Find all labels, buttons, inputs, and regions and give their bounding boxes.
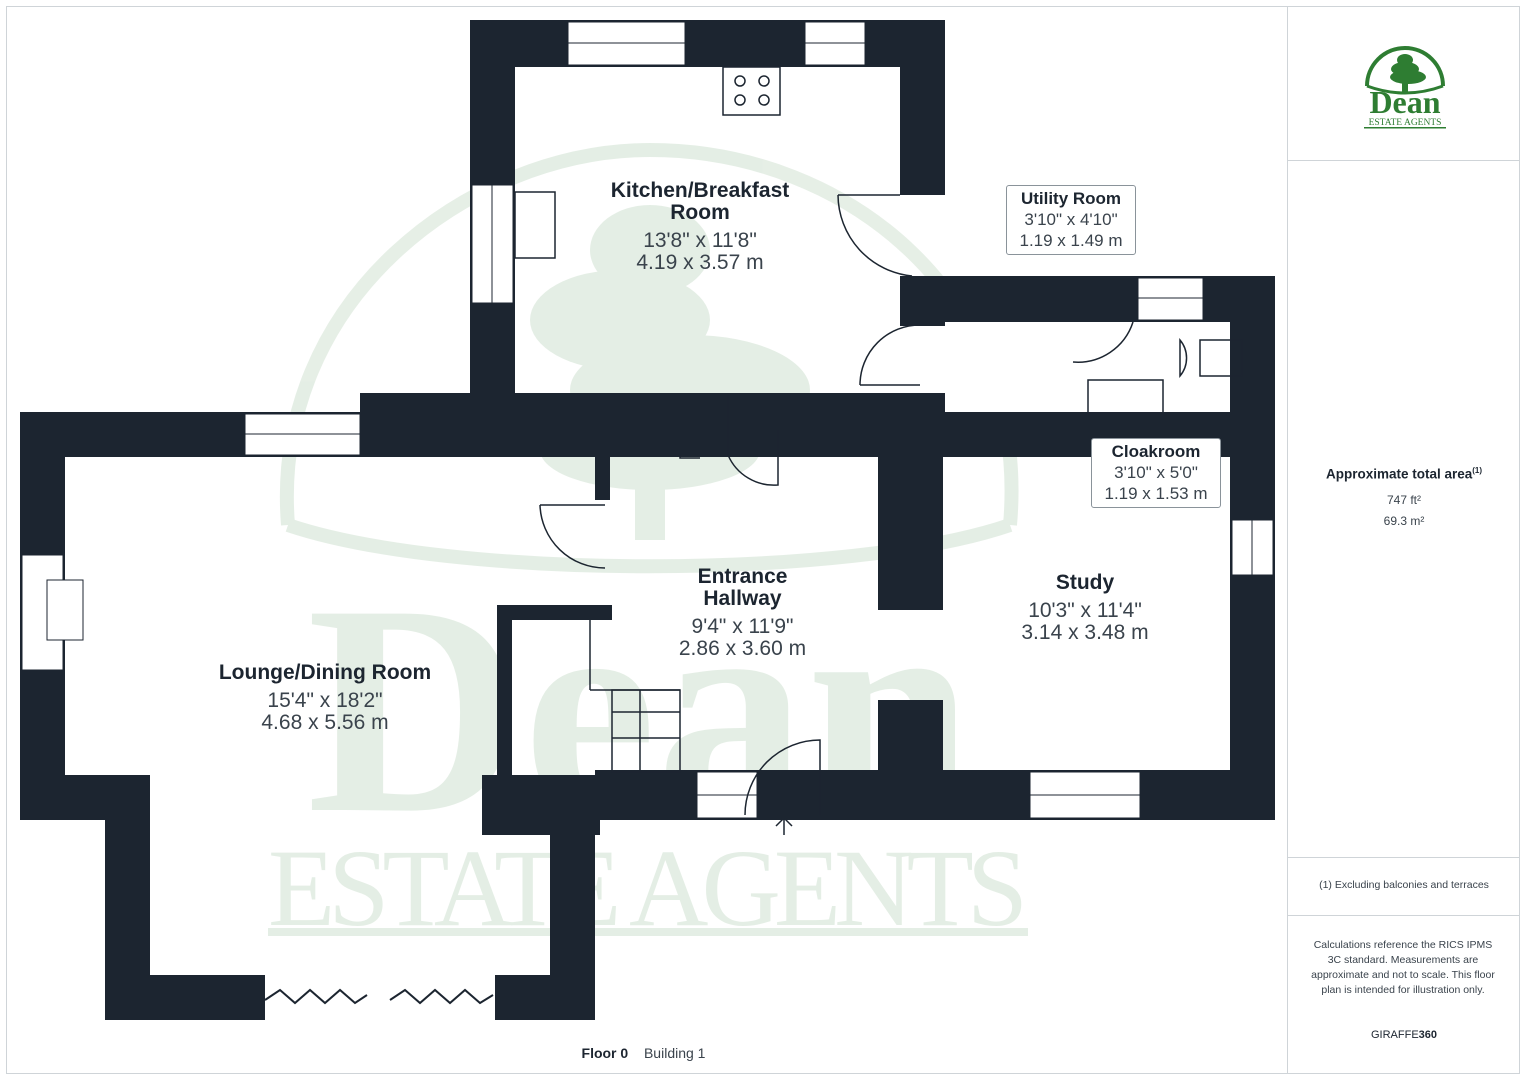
room-hallway-name-2: Hallway [703, 587, 782, 611]
building-label: Building 1 [643, 1045, 706, 1061]
hob-ring [734, 94, 746, 106]
brand-logo: Dean ESTATE AGENTS [1350, 38, 1460, 133]
brand-tagline: ESTATE AGENTS [1369, 118, 1442, 128]
room-lounge-metric: 4.68 x 5.56 m [261, 711, 389, 735]
room-cloakroom-name: Cloakroom [1111, 442, 1201, 461]
room-utility-name: Utility Room [1020, 189, 1122, 208]
lounge-door [539, 504, 606, 569]
front-door [744, 739, 821, 816]
area-m: 69.3 m² [1383, 514, 1425, 528]
room-lounge: Lounge/Dining Room 15'4" x 18'2" 4.68 x … [195, 661, 455, 735]
room-hallway: Entrance Hallway 9'4" x 11'9" 2.86 x 3.6… [650, 565, 835, 661]
room-hallway-imperial: 9'4" x 11'9" [691, 615, 794, 639]
provider-label: GIRAFFE360 [1288, 1029, 1520, 1041]
area-title-sup: (1) [1472, 466, 1483, 475]
plan-frame [6, 6, 1520, 1074]
room-lounge-imperial: 15'4" x 18'2" [267, 689, 383, 713]
provider-name-b: 360 [1418, 1029, 1438, 1041]
room-lounge-name: Lounge/Dining Room [218, 661, 432, 684]
room-utility: Utility Room 3'10" x 4'10" 1.19 x 1.49 m [1006, 185, 1136, 255]
brand-name: Dean [1369, 84, 1440, 120]
cloakroom-door [1072, 321, 1134, 363]
room-cloakroom: Cloakroom 3'10" x 5'0" 1.19 x 1.53 m [1091, 438, 1221, 508]
sidebar-divider-low [1288, 915, 1520, 916]
hob-ring [734, 75, 746, 87]
room-utility-metric: 1.19 x 1.49 m [1019, 230, 1123, 250]
room-kitchen-metric: 4.19 x 3.57 m [636, 251, 764, 275]
sidebar-divider-top [1288, 160, 1520, 161]
room-kitchen: Kitchen/Breakfast Room 13'8" x 11'8" 4.1… [575, 179, 825, 275]
room-study-name: Study [1055, 571, 1115, 594]
area-title: Approximate total area(1) [1288, 466, 1520, 482]
floor-footer: Floor 0 Building 1 [0, 1045, 1287, 1061]
sink-icon [514, 191, 556, 259]
sidebar-divider [1287, 6, 1288, 1074]
room-study-metric: 3.14 x 3.48 m [1021, 621, 1149, 645]
hob-icon [722, 66, 781, 116]
room-cloakroom-imperial: 3'10" x 5'0" [1114, 462, 1198, 482]
floor-plan: Dean ESTATE AGENTS [20, 20, 1275, 1020]
bifold-doors [264, 988, 494, 1005]
disclaimer: Calculations reference the RICS IPMS 3C … [1311, 939, 1495, 996]
room-kitchen-imperial: 13'8" x 11'8" [643, 229, 757, 253]
room-hallway-name: Entrance [697, 565, 788, 588]
toilet-icon [1179, 337, 1188, 379]
hall-kitchen-door [727, 395, 779, 486]
hob-ring [758, 75, 770, 87]
fixtures [514, 66, 1243, 773]
sidebar-divider-mid [1288, 857, 1520, 858]
room-kitchen-name-2: Room [670, 201, 730, 225]
windows [21, 21, 1274, 819]
room-hallway-metric: 2.86 x 3.60 m [678, 637, 807, 661]
room-cloakroom-metric: 1.19 x 1.53 m [1104, 483, 1208, 503]
hob-ring [758, 94, 770, 106]
basin-icon [1087, 379, 1164, 414]
kitchen-door [837, 194, 913, 277]
brand-logo-icon: Dean ESTATE AGENTS [1364, 46, 1446, 129]
utility-door [859, 324, 921, 386]
entry-arrow-icon [775, 816, 793, 835]
watermark-tagline: ESTATE AGENTS [268, 827, 1028, 949]
area-title-text: Approximate total area [1325, 466, 1473, 482]
room-study: Study 10'3" x 11'4" 3.14 x 3.48 m [995, 571, 1175, 645]
floor-label: Floor 0 [581, 1045, 629, 1061]
provider-name-a: GIRAFFE [1370, 1029, 1419, 1041]
area-ft: 747 ft² [1386, 493, 1422, 507]
room-kitchen-name: Kitchen/Breakfast [610, 179, 790, 202]
room-utility-imperial: 3'10" x 4'10" [1024, 209, 1118, 229]
area-footnote: (1) Excluding balconies and terraces [1319, 879, 1489, 891]
doors [539, 194, 1134, 816]
room-study-imperial: 10'3" x 11'4" [1028, 599, 1142, 623]
